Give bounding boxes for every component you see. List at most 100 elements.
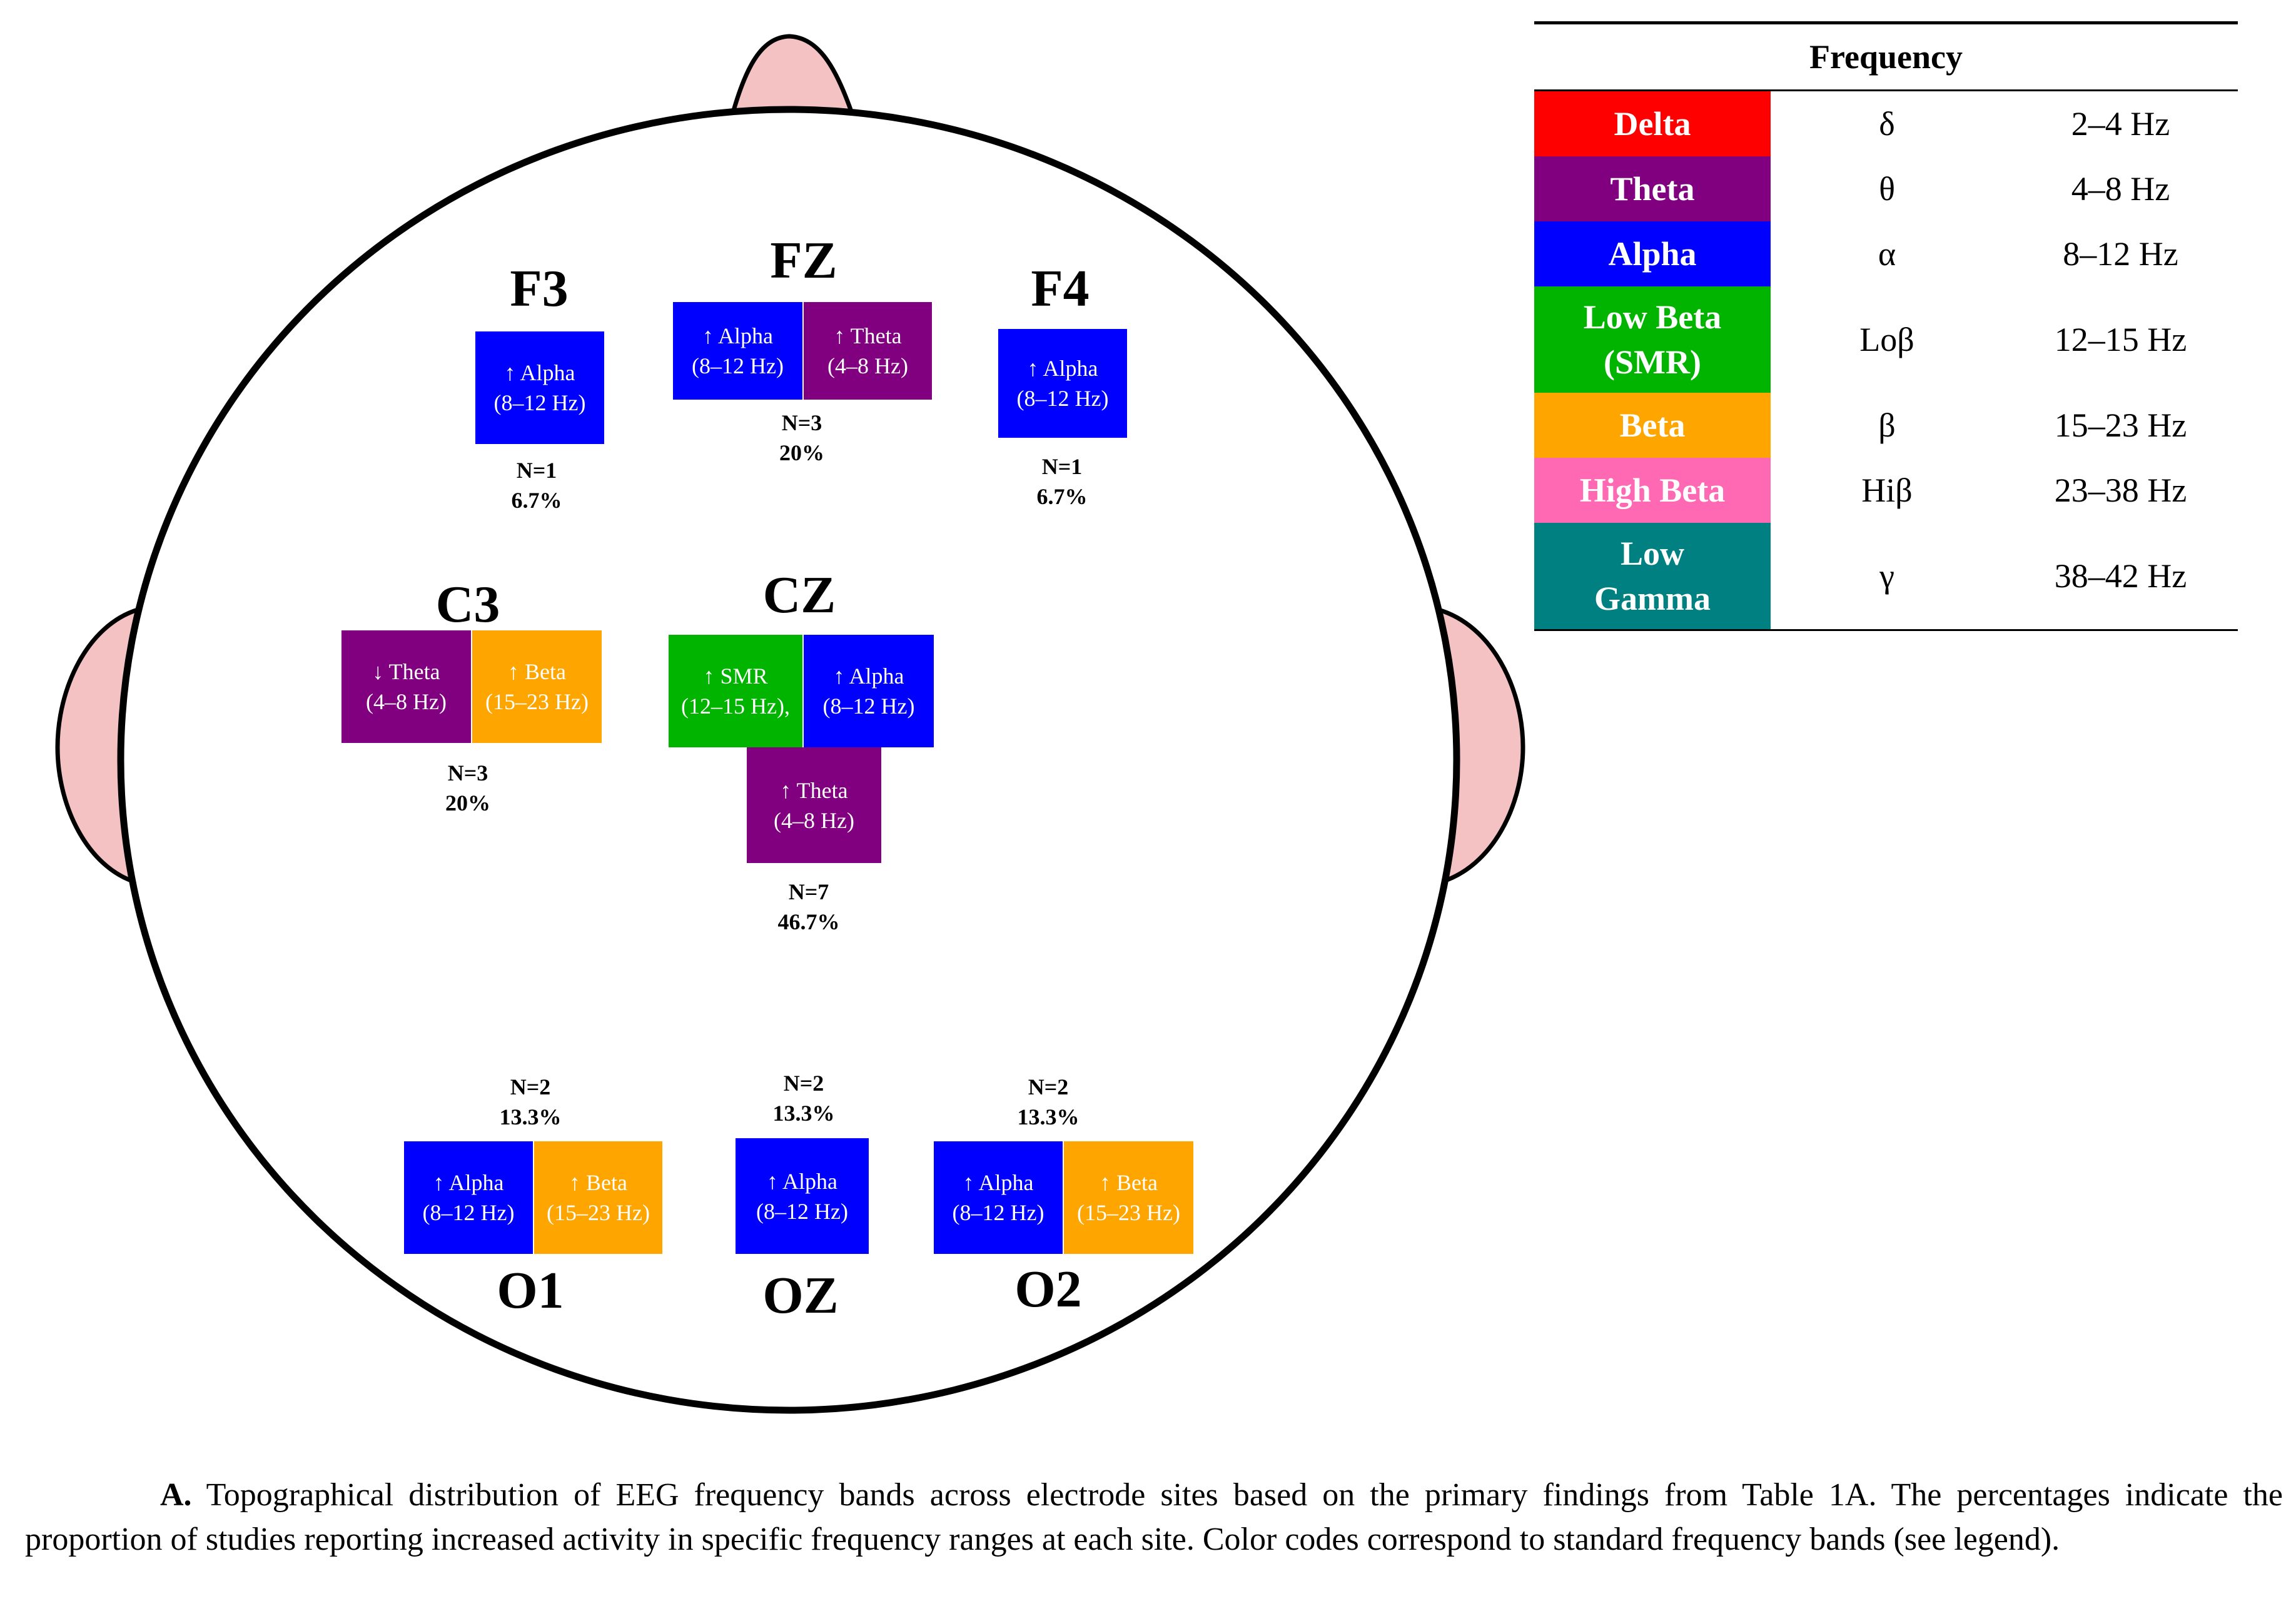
box-band-label: ↓ Theta — [372, 659, 440, 684]
cz-pct: 46.7% — [777, 909, 840, 934]
o1-n: N=2 — [510, 1074, 551, 1099]
legend-header-rule — [1534, 89, 2238, 91]
legend-range: 15–23 Hz — [2054, 407, 2187, 444]
legend-band-name: Alpha — [1534, 221, 1771, 286]
box-range-label: (15–23 Hz) — [1077, 1200, 1180, 1225]
legend-bottom-rule — [1534, 629, 2238, 631]
f3-pct: 6.7% — [511, 488, 562, 513]
f4-n: N=1 — [1041, 454, 1083, 479]
legend-range: 4–8 Hz — [2071, 170, 2170, 208]
legend-band-name: Low Beta(SMR) — [1534, 286, 1771, 393]
f3-alpha-box: ↑ Alpha (8–12 Hz) — [475, 331, 604, 444]
box-band-label: ↑ Alpha — [702, 323, 773, 348]
caption-label: A. — [160, 1477, 192, 1513]
legend-symbol: α — [1878, 235, 1896, 273]
right-ear — [1436, 607, 1525, 885]
box-range-label: (12–15 Hz), — [681, 694, 790, 719]
nose — [726, 34, 860, 131]
c3-pct: 20% — [445, 790, 490, 816]
box-range-label: (15–23 Hz) — [485, 689, 589, 714]
c3-theta-box: ↓ Theta (4–8 Hz) — [341, 630, 471, 743]
o1-pct: 13.3% — [499, 1104, 562, 1129]
legend-row: High Beta Hiβ 23–38 Hz — [1534, 458, 2238, 523]
legend-row: Beta β 15–23 Hz — [1534, 393, 2238, 458]
legend-band-name: High Beta — [1534, 458, 1771, 523]
legend-header: Frequency — [1809, 38, 1963, 76]
fz-pct: 20% — [779, 440, 824, 465]
box-band-label: ↑ Theta — [834, 323, 902, 348]
box-band-label: ↑ Alpha — [1027, 356, 1098, 381]
fz-theta-box: ↑ Theta (4–8 Hz) — [804, 302, 932, 400]
legend-rows: Delta δ 2–4 Hz Theta θ 4–8 Hz Alpha α 8–12 Hz Low… — [1534, 91, 2238, 629]
site-label-c3: C3 — [435, 575, 500, 634]
box-range-label: (8–12 Hz) — [1016, 386, 1109, 411]
legend-range: 2–4 Hz — [2071, 105, 2170, 143]
legend-symbol: γ — [1879, 557, 1894, 595]
legend-symbol: δ — [1879, 105, 1895, 143]
fz-alpha-box: ↑ Alpha(8–12 Hz) — [673, 302, 802, 400]
site-label-f3: F3 — [510, 260, 569, 318]
left-ear — [55, 607, 140, 885]
legend-symbol: Loβ — [1859, 321, 1914, 358]
box-range-label: (8–12 Hz) — [952, 1200, 1044, 1225]
f4-pct: 6.7% — [1036, 484, 1088, 509]
legend-range: 8–12 Hz — [2063, 235, 2178, 273]
site-label-o1: O1 — [497, 1261, 564, 1320]
box-band-label: ↑ Beta — [1100, 1170, 1158, 1195]
legend-symbol: Hiβ — [1861, 472, 1913, 509]
frequency-legend: Frequency Delta δ 2–4 Hz Theta θ 4–8 Hz Alpha α… — [1534, 21, 2238, 631]
legend-row: Delta δ 2–4 Hz — [1534, 91, 2238, 156]
box-range-label: (8–12 Hz) — [493, 390, 586, 415]
site-label-fz: FZ — [770, 231, 837, 290]
legend-range: 38–42 Hz — [2054, 557, 2187, 595]
site-label-o2: O2 — [1014, 1260, 1082, 1318]
figure-caption: A. Topographical distribution of EEG fre… — [25, 1473, 2283, 1562]
box-range-label: (15–23 Hz) — [547, 1200, 650, 1225]
legend-range: 23–38 Hz — [2054, 472, 2187, 509]
box-range-label: (4–8 Hz) — [366, 689, 447, 714]
oz-stat: N=2 13.3% — [773, 1068, 835, 1128]
o2-n: N=2 — [1028, 1074, 1069, 1099]
oz-pct: 13.3% — [772, 1101, 835, 1126]
box-range-label: (8–12 Hz) — [422, 1200, 515, 1225]
cz-alpha-box: ↑ Alpha(8–12 Hz) — [804, 635, 934, 747]
legend-band-name: Theta — [1534, 156, 1771, 221]
site-label-oz: OZ — [762, 1266, 839, 1325]
o2-alpha-box: ↑ Alpha (8–12 Hz) — [934, 1141, 1063, 1254]
o2-pct: 13.3% — [1017, 1104, 1080, 1129]
o2-stat: N=2 13.3% — [1018, 1072, 1080, 1132]
legend-row: Theta θ 4–8 Hz — [1534, 156, 2238, 221]
box-band-label: ↑ Theta — [780, 777, 848, 803]
box-range-label: (4–8 Hz) — [774, 807, 854, 833]
caption-text: Topographical distribution of EEG freque… — [25, 1477, 2283, 1557]
legend-range: 12–15 Hz — [2054, 321, 2187, 358]
f4-stat: N=1 6.7% — [1037, 452, 1088, 512]
c3-n: N=3 — [447, 760, 488, 785]
box-band-label: ↑ Alpha — [504, 360, 575, 385]
legend-top-rule — [1534, 21, 2238, 24]
legend-band-name: Delta — [1534, 91, 1771, 156]
cz-theta-box: ↑ Theta (4–8 Hz) — [747, 747, 881, 863]
c3-beta-box: ↑ Beta(15–23 Hz) — [472, 630, 602, 743]
box-range-label: (4–8 Hz) — [827, 353, 908, 378]
o1-stat: N=2 13.3% — [500, 1072, 562, 1132]
legend-symbol: β — [1878, 407, 1896, 444]
box-band-label: ↑ Alpha — [433, 1170, 504, 1195]
box-range-label: (8–12 Hz) — [822, 694, 915, 719]
legend-symbol: θ — [1879, 170, 1895, 208]
o1-beta-box: ↑ Beta(15–23 Hz) — [534, 1141, 662, 1254]
legend-band-name: Beta — [1534, 393, 1771, 458]
oz-n: N=2 — [783, 1071, 824, 1096]
box-band-label: ↑ Alpha — [766, 1168, 837, 1194]
oz-alpha-box: ↑ Alpha(8–12 Hz) — [736, 1138, 869, 1254]
legend-row: Low Beta(SMR) Loβ 12–15 Hz — [1534, 286, 2238, 393]
cz-smr-box: ↑ SMR(12–15 Hz), — [669, 635, 802, 747]
o1-alpha-box: ↑ Alpha (8–12 Hz) — [404, 1141, 533, 1254]
box-band-label: ↑ Alpha — [963, 1170, 1034, 1195]
